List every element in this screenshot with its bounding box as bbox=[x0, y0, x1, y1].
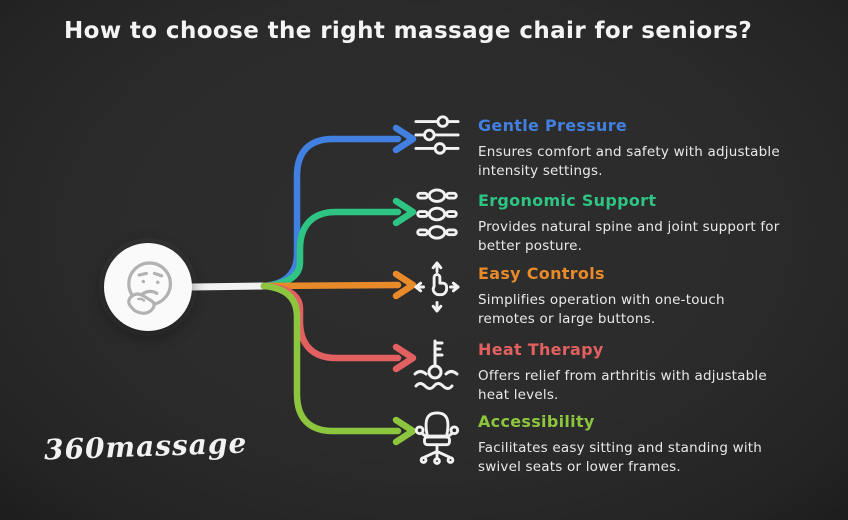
arrowhead-ergonomic-support bbox=[392, 197, 417, 227]
arrowhead-accessibility bbox=[392, 416, 417, 446]
sliders-icon bbox=[414, 115, 460, 155]
feature-item-accessibility: Accessibility Facilitates easy sitting a… bbox=[412, 408, 782, 477]
stem-line bbox=[188, 282, 268, 291]
feature-label: Ergonomic Support bbox=[478, 191, 657, 210]
arrowhead-heat-therapy bbox=[392, 343, 417, 373]
arrowhead-easy-controls bbox=[392, 270, 417, 300]
thinking-face-icon bbox=[127, 261, 172, 315]
feature-label: Gentle Pressure bbox=[478, 116, 628, 135]
feature-description: Offers relief from arthritis with adjust… bbox=[478, 368, 767, 404]
feature-item-ergonomic-support: Ergonomic Support Provides natural spine… bbox=[412, 187, 782, 256]
branch-line-easy-controls bbox=[260, 281, 402, 290]
spine-icon bbox=[416, 188, 458, 240]
feature-label: Easy Controls bbox=[478, 264, 605, 283]
thermometer-waves-icon bbox=[413, 339, 459, 390]
feature-label: Accessibility bbox=[478, 412, 595, 431]
branch-line-heat-therapy bbox=[260, 282, 402, 362]
tap-arrows-icon bbox=[414, 261, 460, 313]
feature-description: Facilitates easy sitting and standing wi… bbox=[478, 440, 763, 476]
branch-line-ergonomic-support bbox=[260, 208, 402, 290]
office-chair-icon bbox=[414, 411, 460, 465]
feature-description: Ensures comfort and safety with adjustab… bbox=[478, 144, 780, 180]
feature-label: Heat Therapy bbox=[478, 340, 604, 359]
feature-item-heat-therapy: Heat Therapy Offers relief from arthriti… bbox=[412, 336, 782, 405]
feature-description: Simplifies operation with one-touch remo… bbox=[478, 292, 725, 328]
thinker-circle bbox=[104, 243, 192, 331]
page-title: How to choose the right massage chair fo… bbox=[64, 18, 753, 44]
feature-description: Provides natural spine and joint support… bbox=[478, 219, 780, 255]
branch-line-accessibility bbox=[260, 282, 402, 435]
feature-item-gentle-pressure: Gentle Pressure Ensures comfort and safe… bbox=[412, 112, 782, 181]
arrowhead-gentle-pressure bbox=[392, 124, 417, 154]
feature-item-easy-controls: Easy Controls Simplifies operation with … bbox=[412, 260, 782, 329]
